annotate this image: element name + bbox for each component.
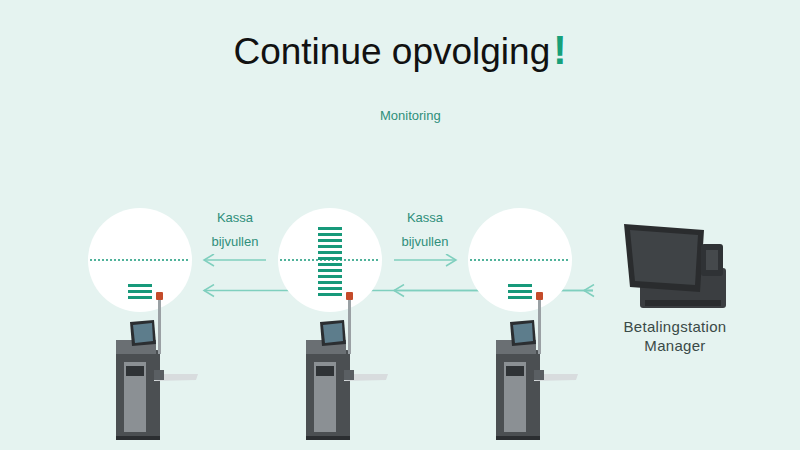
edge-label: Monitoring xyxy=(378,104,442,128)
refill-arrow xyxy=(584,290,593,292)
title-row: Continue opvolging! xyxy=(0,28,800,73)
edge-label: Kassa bijvullen xyxy=(393,206,457,254)
edge-label: Kassa bijvullen xyxy=(203,206,267,254)
status-circle xyxy=(468,208,572,312)
station-node: Betalingstation Manager xyxy=(605,222,745,359)
circle-outline xyxy=(468,208,572,312)
circle-outline xyxy=(88,208,192,312)
spacer xyxy=(605,222,745,317)
refill-arrow xyxy=(394,259,456,261)
refill-arrow xyxy=(204,259,266,261)
status-circle xyxy=(278,208,382,312)
node-label: Betalingstation Manager xyxy=(613,317,738,355)
title: Continue opvolging xyxy=(233,31,550,72)
exclamation-mark: ! xyxy=(553,28,566,72)
status-circle xyxy=(88,208,192,312)
circle-outline xyxy=(278,208,382,312)
